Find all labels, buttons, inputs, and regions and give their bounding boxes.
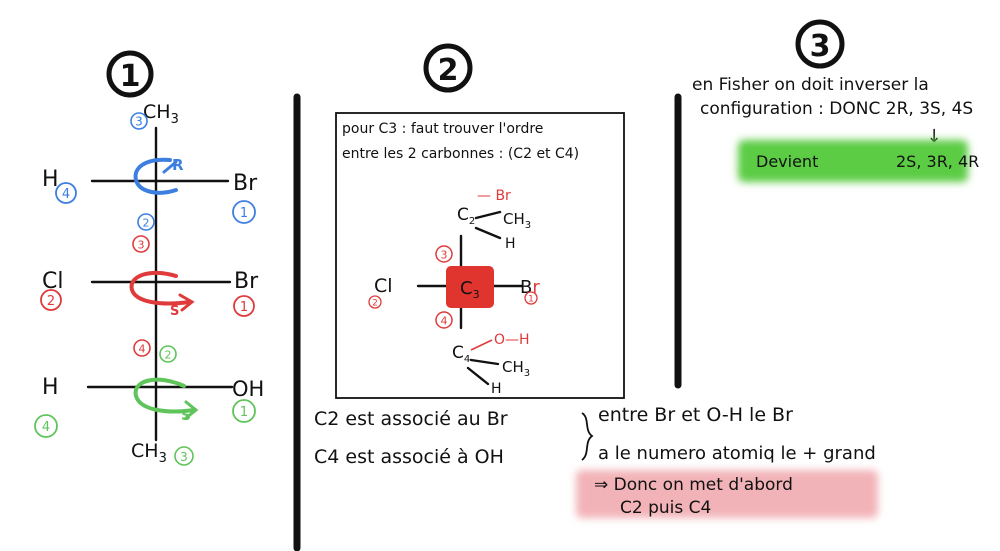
section-number-1: 1	[120, 59, 141, 94]
section-1-number: 1	[106, 50, 154, 98]
c3-rank-up: 3	[435, 245, 453, 263]
rank-blue-below: 2	[137, 213, 155, 231]
brace-icon	[581, 412, 594, 461]
c4-h-label: H	[491, 381, 502, 397]
rotation-arrow-r-icon: R	[133, 156, 184, 195]
rotation-arrow-s-icon: S	[133, 377, 199, 424]
row1-right-rank: 1	[232, 200, 256, 224]
c3-rank-right: 1	[524, 291, 538, 305]
c2-h-label: H	[505, 236, 516, 252]
c2-label: C2	[457, 205, 475, 227]
row3-left-rank: 4	[34, 414, 58, 438]
row2-right-rank: 1	[233, 295, 255, 317]
section-number-2: 2	[438, 53, 459, 88]
becomes-label: Devient	[756, 152, 818, 171]
row2-left-rank: 2	[40, 289, 62, 311]
c4-ch3-label: CH3	[502, 358, 530, 379]
conclusion-highlight	[576, 470, 878, 518]
top-ch3-label: CH3	[143, 101, 179, 127]
rank-badge-top: 3	[130, 112, 148, 130]
svg-text:1: 1	[240, 300, 248, 315]
section-1: 1 CH3 3 H Br 4 1 R 2	[34, 50, 264, 466]
section-2: 2 pour C3 : faut trouver l'ordre entre l…	[314, 43, 878, 518]
svg-text:2: 2	[143, 217, 150, 230]
row3-right-atom: OH	[232, 377, 264, 401]
rank-badge-bottom: 3	[174, 446, 194, 466]
section3-line-1: en Fisher on doit inverser la	[692, 75, 929, 95]
svg-text:3: 3	[441, 249, 448, 262]
c3-rank-down: 4	[435, 311, 453, 329]
section-3: 3 en Fisher on doit inverser la configur…	[692, 19, 979, 182]
svg-text:3: 3	[180, 450, 188, 464]
rank-red-below: 4	[133, 339, 151, 357]
c2-bond-ch3	[474, 210, 502, 220]
row3-left-atom: H	[42, 375, 59, 400]
row1-left-rank: 4	[55, 182, 77, 204]
section-number-3: 3	[810, 29, 831, 64]
c4-oh-label: O—H	[494, 332, 530, 348]
row1-right-atom: Br	[233, 171, 258, 196]
note-line-2-right: a le numero atomiq le + grand	[598, 443, 876, 464]
svg-text:2: 2	[165, 349, 172, 362]
row1-config: R	[172, 156, 184, 174]
c2-ch3-label: CH3	[503, 210, 531, 231]
svg-text:1: 1	[240, 206, 248, 221]
svg-text:4: 4	[441, 315, 448, 328]
analysis-box	[335, 112, 625, 399]
conclusion-line-2: C2 puis C4	[620, 498, 711, 518]
svg-text:4: 4	[62, 187, 70, 202]
c4-bond-h	[466, 366, 490, 386]
svg-text:1: 1	[528, 295, 534, 305]
note-line-2: C4 est associé à OH	[314, 446, 504, 468]
row2-right-atom: Br	[234, 269, 259, 294]
section-number-3-badge: 3	[795, 19, 845, 69]
note-line-1: C2 est associé au Br	[314, 408, 508, 430]
svg-text:2: 2	[372, 299, 378, 309]
box-line-1: pour C3 : faut trouver l'ordre	[342, 121, 543, 137]
bottom-ch3-label: CH3	[131, 440, 167, 466]
rotation-arrow-s-icon: S	[129, 270, 195, 319]
c4-bond-ch3	[469, 358, 500, 366]
result-highlight	[738, 140, 968, 182]
row3-right-rank: 1	[232, 399, 256, 423]
svg-text:3: 3	[138, 239, 145, 252]
section3-line-2: configuration : DONC 2R, 3S, 4S	[700, 99, 973, 119]
becomes-value: 2S, 3R, 4R	[896, 152, 979, 171]
svg-text:3: 3	[135, 115, 143, 129]
svg-text:4: 4	[139, 343, 146, 356]
c3-left-atom: Cl	[374, 275, 393, 297]
box-line-2: entre les 2 carbonnes : (C2 et C4)	[342, 146, 579, 162]
svg-text:4: 4	[42, 420, 50, 435]
c2-br-label: — Br	[477, 188, 511, 204]
c3-rank-left: 2	[368, 295, 382, 309]
row3-config: S	[181, 408, 191, 424]
rank-green-above: 2	[159, 345, 177, 363]
row1-left-atom: H	[42, 167, 59, 192]
svg-text:1: 1	[240, 405, 248, 420]
conclusion-line-1: ⇒ Donc on met d'abord	[594, 475, 793, 495]
row2-config: S	[170, 304, 179, 319]
note-line-1-right: entre Br et O-H le Br	[598, 404, 793, 426]
c4-bond-oh	[470, 339, 493, 351]
c3-highlight-box	[446, 266, 494, 308]
c2-bond-h	[474, 226, 502, 240]
svg-text:2: 2	[47, 294, 55, 309]
section-number-2-badge: 2	[423, 43, 473, 93]
section-dividers	[293, 93, 682, 551]
rank-red-above: 3	[132, 235, 150, 253]
row2-left-atom: Cl	[42, 269, 63, 294]
c4-label: C4	[452, 343, 470, 365]
c3-label: C3	[460, 278, 480, 301]
